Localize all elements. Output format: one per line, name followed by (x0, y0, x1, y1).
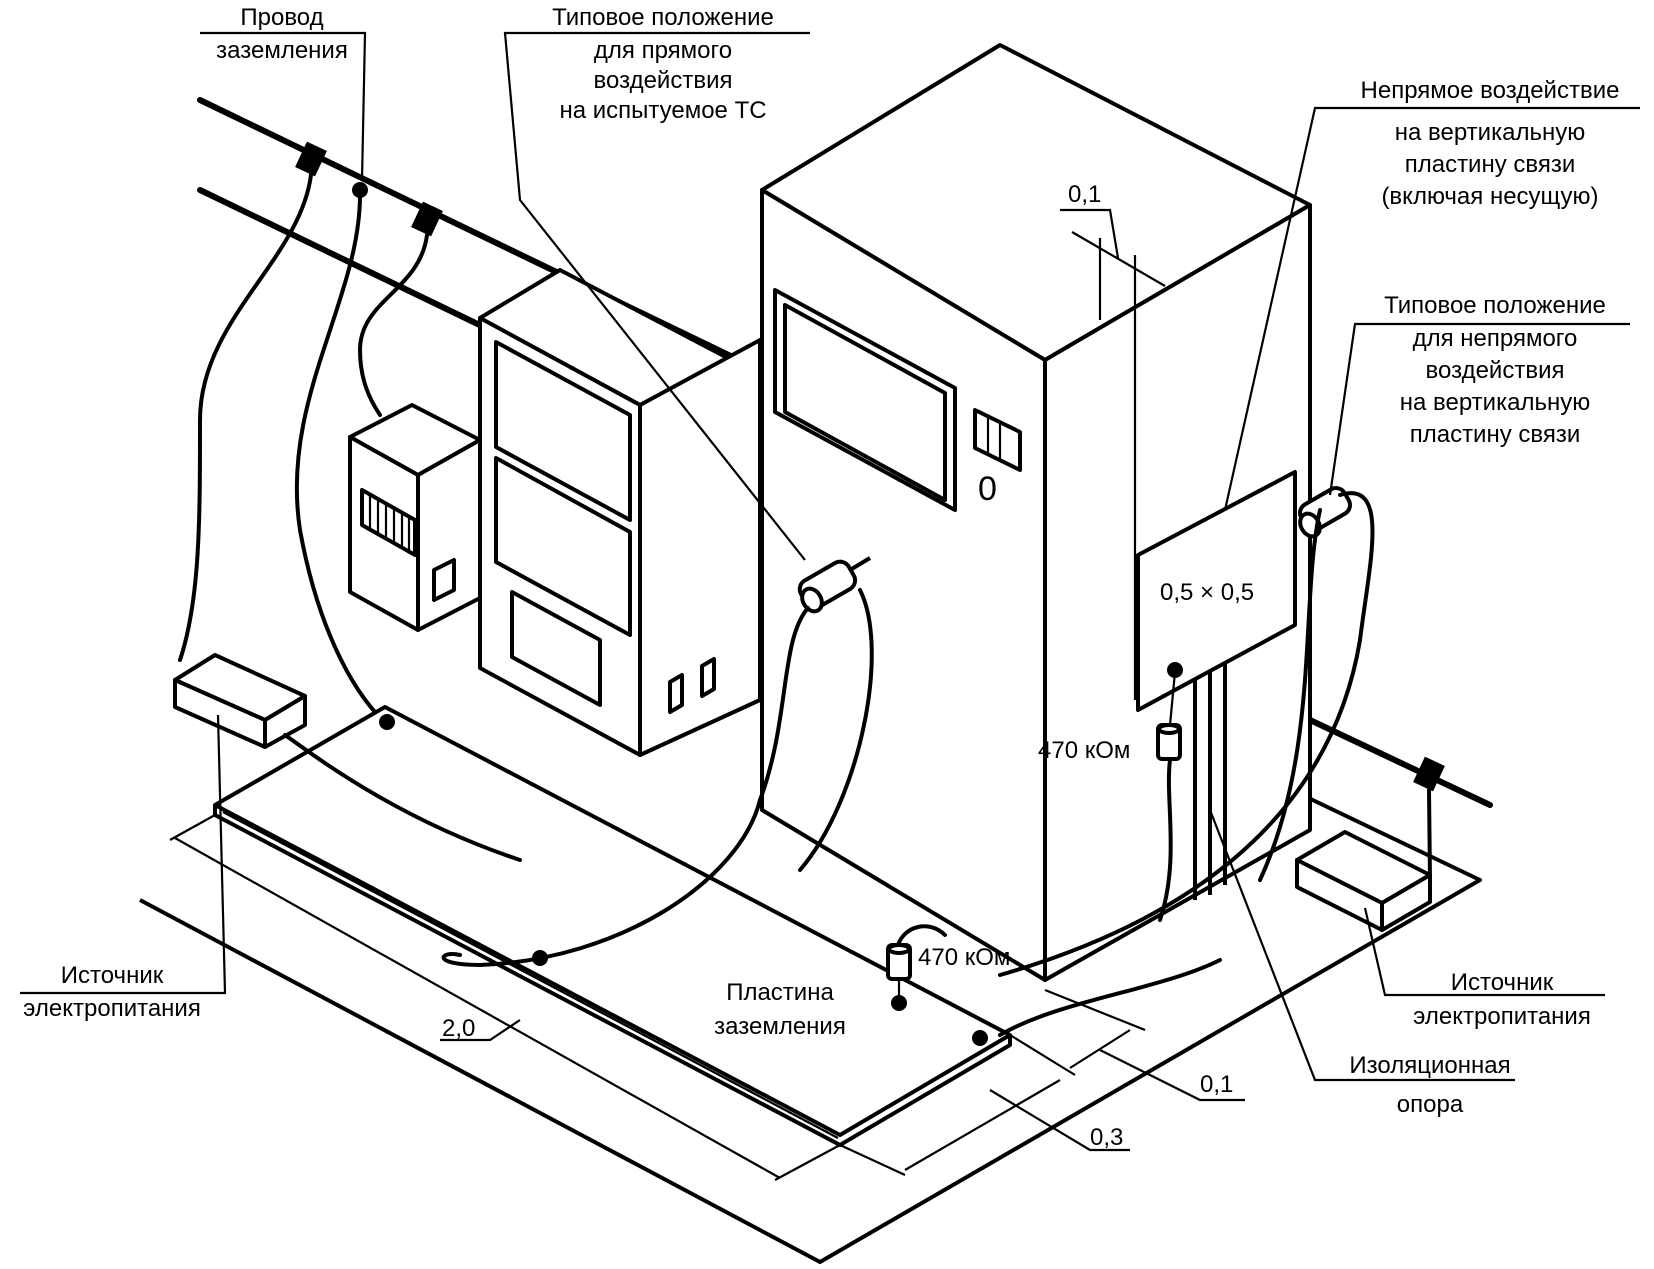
label-ground-plane: Пластина заземления (714, 979, 846, 1040)
dim-top-gap: 0,1 (1068, 181, 1101, 208)
ground-wire-junction (352, 182, 368, 198)
label-indirect-position-line5: пластину связи (1410, 421, 1581, 448)
vertical-coupling-plane: 0,5 × 0,5 (1136, 470, 1297, 900)
label-indirect-position: Типовое положение для непрямого воздейст… (1384, 292, 1606, 448)
leader-lines (20, 31, 1640, 1082)
label-ground-wire: Провод заземления (216, 4, 348, 64)
auxiliary-unit (348, 403, 482, 632)
label-indirect-vcp: Непрямое воздействие на вертикальную пла… (1361, 77, 1620, 210)
label-indirect-vcp-line2: на вертикальную (1395, 119, 1585, 146)
esd-generator-indirect (972, 486, 1375, 1046)
label-power-source-right-line2: электропитания (1413, 1003, 1591, 1030)
label-indirect-vcp-line4: (включая несущую) (1381, 183, 1598, 210)
label-ground-wire-line1: Провод (240, 4, 323, 31)
label-indirect-position-line1: Типовое положение (1384, 292, 1606, 319)
dim-plate-width: 0,3 (1090, 1124, 1123, 1151)
dim-edge-gap: 0,1 (1200, 1071, 1233, 1098)
esd-generator-direct (441, 556, 874, 968)
dim-plate-length: 2,0 (442, 1015, 475, 1042)
label-insulating-support-line1: Изоляционная (1349, 1052, 1510, 1079)
ground-clamp-3 (1413, 756, 1445, 792)
dimension-plate-width: 0,3 (839, 1079, 1130, 1176)
label-indirect-position-line2: для непрямого (1413, 325, 1578, 352)
middle-cabinet (478, 268, 762, 757)
power-supply-right (1295, 830, 1432, 932)
label-indirect-vcp-line3: пластину связи (1405, 151, 1576, 178)
eut-marking: 0 (978, 470, 997, 508)
dimension-top-gap: 0,1 (1060, 181, 1166, 700)
reference-ground-plane (139, 768, 1482, 1264)
dimension-edge-gap: 0,1 (1009, 988, 1245, 1102)
cable-left-power (178, 173, 313, 662)
cable-ground-plate (294, 193, 387, 724)
ground-plate-connection (379, 714, 395, 730)
label-insulating-support-line2: опора (1397, 1091, 1464, 1118)
label-power-source-left: Источник электропитания (23, 962, 201, 1022)
label-indirect-position-line3: воздействия (1426, 357, 1565, 384)
ground-clamp-1 (295, 141, 327, 177)
resistor-vcp: 470 кОм (1038, 671, 1182, 922)
resistor-gp-label: 470 кОм (918, 944, 1010, 971)
label-ground-plane-line1: Пластина (726, 979, 834, 1006)
label-indirect-position-line4: на вертикальную (1400, 389, 1590, 416)
label-power-source-left-line2: электропитания (23, 995, 201, 1022)
power-supply-left (173, 653, 522, 862)
label-direct-position: Типовое положение для прямого воздействи… (552, 4, 774, 124)
label-direct-position-line3: воздействия (594, 67, 733, 94)
label-direct-position-line1: Типовое положение (552, 4, 774, 31)
label-ground-wire-line2: заземления (216, 37, 348, 64)
label-ground-plane-line2: заземления (714, 1013, 846, 1040)
label-power-source-right-line1: Источник (1451, 969, 1554, 996)
label-power-source-left-line1: Источник (61, 962, 164, 989)
resistor-ground-plate: 470 кОм (886, 924, 1010, 1011)
label-direct-position-line4: на испытуемое ТС (559, 97, 766, 124)
dimension-plate-length: 2,0 (169, 814, 841, 1181)
label-indirect-vcp-line1: Непрямое воздействие (1361, 77, 1620, 104)
vcp-size-label: 0,5 × 0,5 (1160, 579, 1254, 606)
resistor-vcp-label: 470 кОм (1038, 737, 1130, 764)
label-direct-position-line2: для прямого (594, 37, 732, 64)
label-power-source-right: Источник электропитания (1413, 969, 1591, 1030)
label-insulating-support: Изоляционная опора (1349, 1052, 1510, 1118)
ground-clamp-2 (411, 201, 443, 237)
cable-aux-unit (357, 233, 429, 417)
